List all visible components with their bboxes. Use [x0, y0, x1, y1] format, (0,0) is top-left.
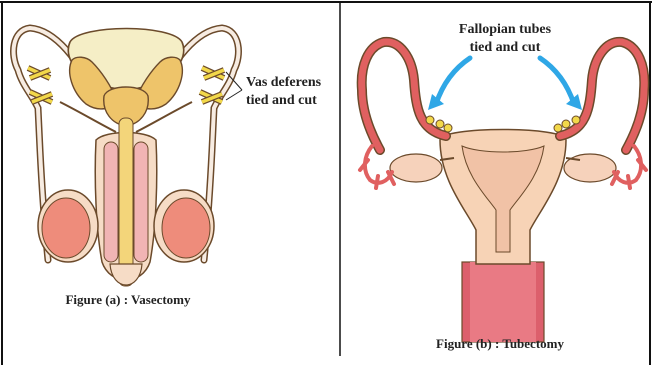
fallopian-label-line2: tied and cut	[470, 40, 541, 55]
vas-deferens-label-line1: Vas deferens	[246, 75, 322, 90]
corpus-cavernosum-right	[134, 142, 148, 262]
corpus-cavernosum-left	[104, 142, 118, 262]
urethra	[119, 118, 133, 286]
testis-right	[154, 190, 214, 262]
testis-left	[38, 190, 98, 262]
vas-tie-right-upper	[202, 68, 224, 78]
vas-deferens-label-line2: tied and cut	[246, 93, 317, 108]
vas-tie-right-lower	[200, 92, 222, 102]
figure-b-tubectomy: Fallopian tubes tied and cut Figure (b) …	[360, 22, 646, 351]
arrow-left	[428, 58, 470, 110]
figure-a-vasectomy: Vas deferens tied and cut Figure (a) : V…	[14, 28, 322, 307]
ovary-left	[390, 154, 442, 182]
glans	[110, 264, 142, 285]
vas-tie-left-upper	[28, 68, 50, 78]
fallopian-label-line1: Fallopian tubes	[459, 22, 552, 37]
figure-a-caption: Figure (a) : Vasectomy	[65, 292, 191, 307]
arrow-right	[540, 58, 582, 110]
figure-b-caption: Figure (b) : Tubectomy	[436, 336, 564, 351]
